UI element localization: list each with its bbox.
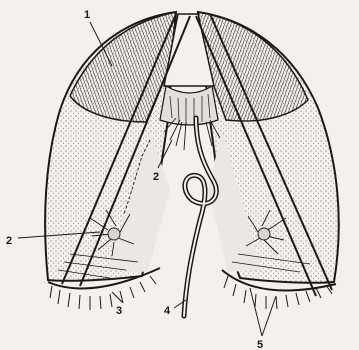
label-1: 1 [84,9,90,21]
label-3: 3 [116,305,122,317]
label-5: 5 [257,339,263,350]
label-2-center: 2 [153,171,159,183]
label-4: 4 [164,305,171,317]
label-2-left: 2 [6,235,12,247]
